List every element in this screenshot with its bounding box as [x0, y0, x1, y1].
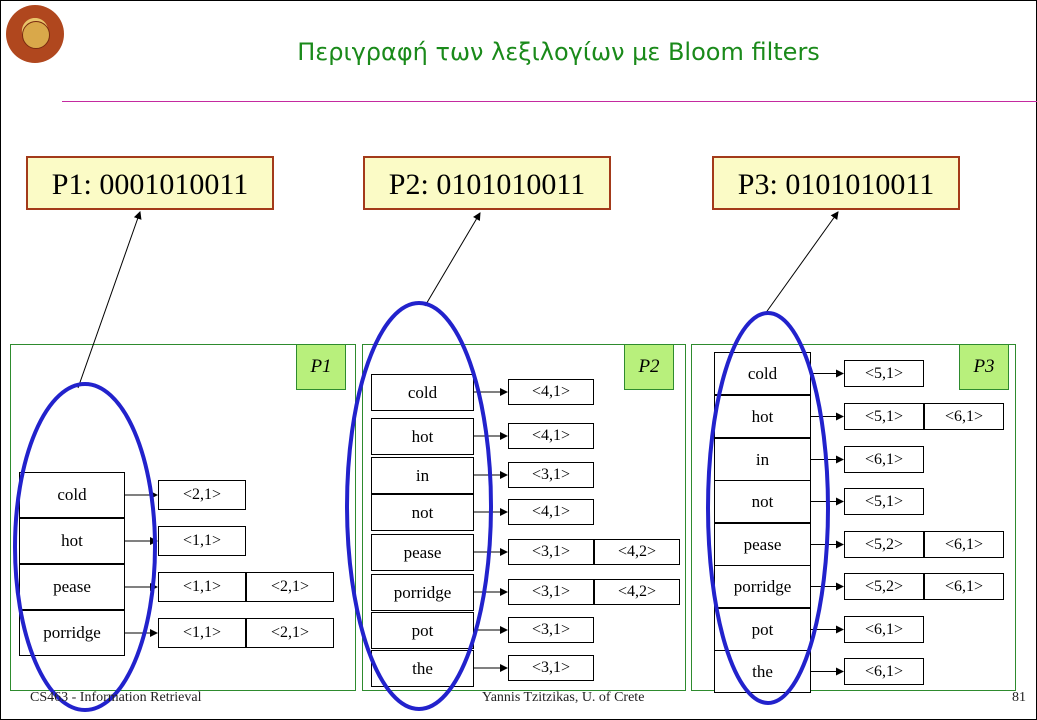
term-cell-p2-in: in [371, 457, 474, 494]
posting-cell: <4,1> [508, 379, 594, 405]
posting-cell: <3,1> [508, 579, 594, 605]
posting-cell: <6,1> [924, 531, 1004, 558]
posting-cell: <2,1> [158, 480, 246, 510]
posting-cell: <5,1> [844, 488, 924, 515]
term-cell-p3-pease: pease [714, 523, 811, 566]
posting-cell: <3,1> [508, 462, 594, 488]
peer-panel-p1 [10, 344, 356, 691]
posting-cell: <5,1> [844, 360, 924, 387]
posting-cell: <6,1> [924, 573, 1004, 600]
term-cell-p2-hot: hot [371, 418, 474, 455]
posting-cell: <2,1> [246, 572, 334, 602]
bloom-box-p3: P3: 0101010011 [712, 156, 960, 210]
term-cell-p1-porridge: porridge [19, 610, 125, 656]
bloom-box-p2: P2: 0101010011 [363, 156, 611, 210]
term-cell-p2-pot: pot [371, 612, 474, 649]
posting-cell: <6,1> [924, 403, 1004, 430]
title-rule [62, 101, 1037, 102]
term-cell-p3-in: in [714, 438, 811, 481]
footer-page-number: 81 [1012, 690, 1026, 705]
posting-cell: <1,1> [158, 526, 246, 556]
term-cell-p3-porridge: porridge [714, 565, 811, 608]
posting-cell: <6,1> [844, 446, 924, 473]
posting-cell: <5,2> [844, 531, 924, 558]
term-cell-p2-pease: pease [371, 534, 474, 571]
term-cell-p2-cold: cold [371, 374, 474, 411]
footer-course: CS463 - Information Retrieval [30, 690, 202, 705]
term-cell-p2-not: not [371, 494, 474, 531]
term-cell-p3-hot: hot [714, 395, 811, 438]
highlight-ellipse-p3 [706, 311, 830, 705]
panel-tag-p3: P3 [959, 344, 1009, 390]
footer-author: Yannis Tzitzikas, U. of Crete [482, 690, 645, 705]
term-cell-p3-pot: pot [714, 608, 811, 651]
posting-cell: <4,1> [508, 423, 594, 449]
term-cell-p3-not: not [714, 480, 811, 523]
university-logo [6, 5, 64, 63]
term-cell-p2-porridge: porridge [371, 574, 474, 611]
posting-cell: <6,1> [844, 616, 924, 643]
posting-cell: <2,1> [246, 618, 334, 648]
posting-cell: <5,2> [844, 573, 924, 600]
posting-cell: <4,2> [594, 579, 680, 605]
link-arrow-p2 [424, 212, 481, 307]
posting-cell: <1,1> [158, 572, 246, 602]
posting-cell: <3,1> [508, 655, 594, 681]
posting-cell: <5,1> [844, 403, 924, 430]
posting-cell: <3,1> [508, 539, 594, 565]
term-cell-p3-cold: cold [714, 352, 811, 395]
link-arrow-p1 [77, 211, 142, 389]
posting-cell: <4,1> [508, 499, 594, 525]
panel-tag-p1: P1 [296, 344, 346, 390]
term-cell-p1-pease: pease [19, 564, 125, 610]
posting-cell: <6,1> [844, 658, 924, 685]
highlight-ellipse-p2 [345, 301, 493, 711]
posting-cell: <1,1> [158, 618, 246, 648]
peer-panel-p2 [362, 344, 686, 691]
panel-tag-p2: P2 [624, 344, 674, 390]
bloom-box-p1: P1: 0001010011 [26, 156, 274, 210]
posting-cell: <4,2> [594, 539, 680, 565]
highlight-ellipse-p1 [13, 382, 157, 712]
term-cell-p1-hot: hot [19, 518, 125, 564]
peer-panel-p3 [691, 344, 1016, 691]
link-arrow-p3 [764, 211, 839, 315]
slide-title: Περιγραφή των λεξιλογίων με Bloom filter… [297, 38, 820, 66]
posting-cell: <3,1> [508, 617, 594, 643]
